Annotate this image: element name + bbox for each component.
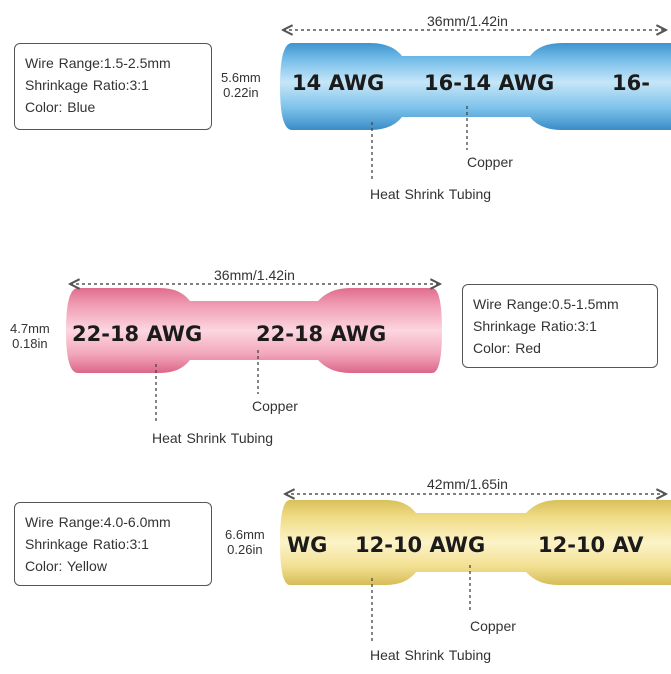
yellow-color: Color: Yellow	[25, 558, 107, 574]
yellow-copper-label: Copper	[470, 618, 516, 634]
blue-marking-2: 16-14 AWG	[424, 71, 554, 95]
blue-wire-range: Wire Range:1.5-2.5mm	[25, 55, 171, 71]
red-diameter-in: 0.18in	[12, 336, 48, 351]
red-color: Color: Red	[473, 340, 541, 356]
blue-marking-1: 14 AWG	[292, 71, 384, 95]
yellow-spec-box: Wire Range:4.0-6.0mm Shrinkage Ratio:3:1…	[14, 502, 212, 586]
yellow-diameter-in: 0.26in	[227, 542, 263, 557]
blue-spec-box: Wire Range:1.5-2.5mm Shrinkage Ratio:3:1…	[14, 43, 212, 130]
red-copper-label: Copper	[252, 398, 298, 414]
yellow-shrinkage-ratio: Shrinkage Ratio:3:1	[25, 536, 149, 552]
blue-diameter: 5.6mm 0.22in	[221, 70, 261, 100]
red-wire-range: Wire Range:0.5-1.5mm	[473, 296, 619, 312]
red-marking-1: 22-18 AWG	[72, 322, 202, 346]
red-diameter: 4.7mm 0.18in	[10, 321, 50, 351]
yellow-marking-3: 12-10 AV	[538, 533, 644, 557]
yellow-connector: WG 12-10 AWG 12-10 AV	[280, 494, 671, 642]
yellow-marking-1: WG	[287, 533, 327, 557]
red-tubing-label: Heat Shrink Tubing	[152, 430, 274, 446]
blue-connector-body	[280, 43, 671, 130]
red-diameter-mm: 4.7mm	[10, 321, 50, 336]
blue-connector: 14 AWG 16-14 AWG 16-	[280, 30, 671, 180]
red-shrinkage-ratio: Shrinkage Ratio:3:1	[473, 318, 597, 334]
blue-diameter-mm: 5.6mm	[221, 70, 261, 85]
red-marking-2: 22-18 AWG	[256, 322, 386, 346]
blue-tubing-label: Heat Shrink Tubing	[370, 186, 492, 202]
yellow-wire-range: Wire Range:4.0-6.0mm	[25, 514, 171, 530]
red-spec-box: Wire Range:0.5-1.5mm Shrinkage Ratio:3:1…	[462, 284, 658, 368]
blue-marking-3: 16-	[612, 71, 650, 95]
blue-length-label: 36mm/1.42in	[423, 13, 512, 29]
blue-color: Color: Blue	[25, 99, 96, 115]
yellow-marking-2: 12-10 AWG	[355, 533, 485, 557]
yellow-connector-body	[280, 500, 671, 585]
yellow-diameter-mm: 6.6mm	[225, 527, 265, 542]
blue-shrinkage-ratio: Shrinkage Ratio:3:1	[25, 77, 149, 93]
red-length-label: 36mm/1.42in	[210, 267, 299, 283]
yellow-diameter: 6.6mm 0.26in	[225, 527, 265, 557]
red-connector-body	[66, 288, 442, 373]
blue-copper-label: Copper	[467, 154, 513, 170]
yellow-length-label: 42mm/1.65in	[423, 476, 512, 492]
blue-diameter-in: 0.22in	[223, 85, 259, 100]
red-connector: 22-18 AWG 22-18 AWG	[66, 284, 442, 424]
yellow-tubing-label: Heat Shrink Tubing	[370, 647, 492, 663]
